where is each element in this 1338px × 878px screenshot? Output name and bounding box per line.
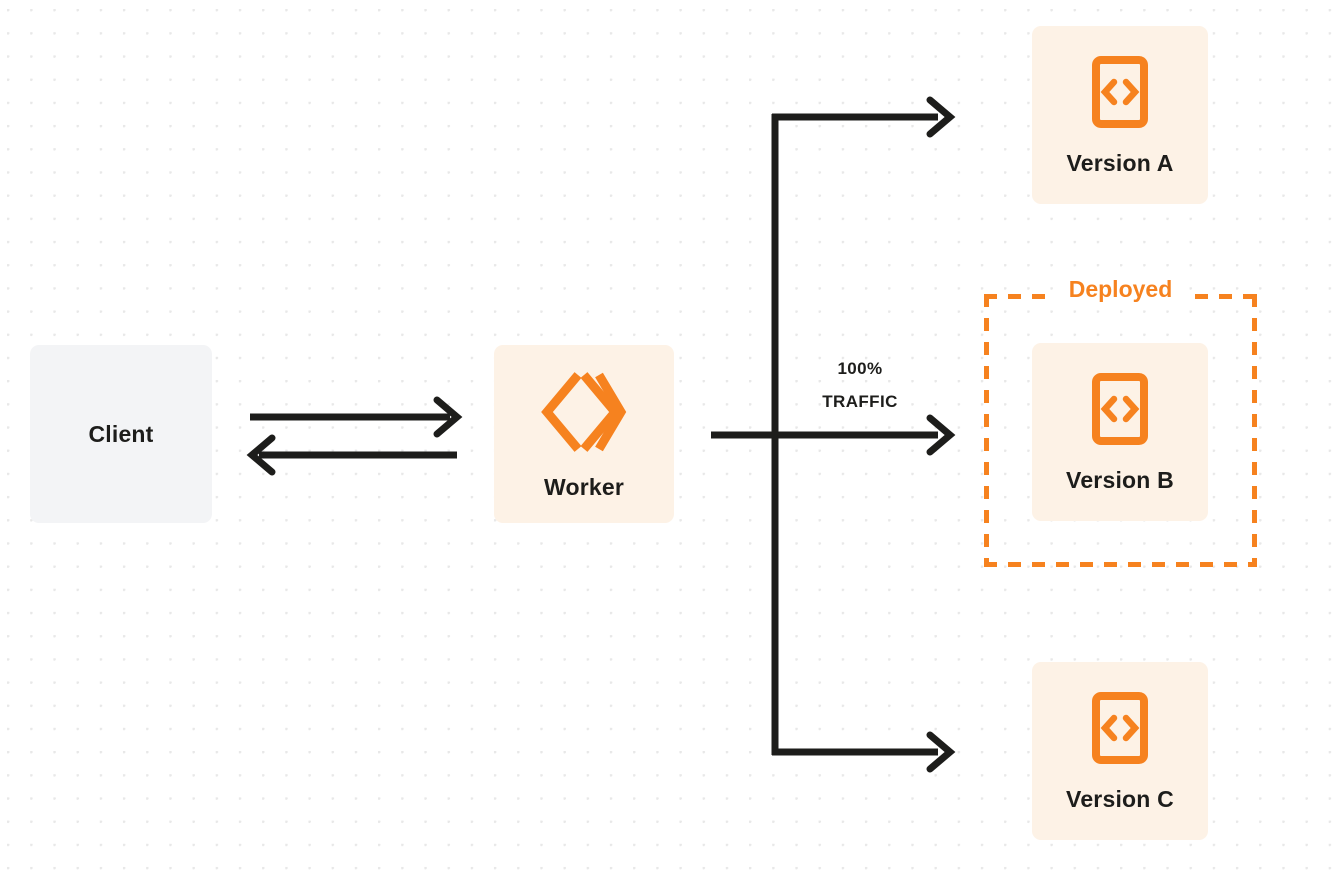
edge-worker-to-version-c [772, 731, 956, 773]
node-version-c[interactable]: Version C [1032, 662, 1208, 840]
edge-worker-to-client [246, 434, 457, 476]
node-worker-label: Worker [543, 473, 625, 500]
traffic-caption: TRAFFIC [822, 392, 898, 412]
node-version-a[interactable]: Version A [1032, 26, 1208, 204]
group-border-left [984, 294, 989, 567]
code-file-icon [1091, 372, 1149, 446]
deployed-group: Deployed [984, 278, 1257, 567]
edge-worker-to-version-a [772, 96, 956, 138]
deployed-group-label: Deployed [1058, 278, 1183, 301]
edge-client-to-worker [250, 396, 463, 438]
group-border-bottom [984, 562, 1257, 567]
node-version-b[interactable]: Version B [1032, 343, 1208, 521]
traffic-percent: 100% [837, 359, 883, 378]
node-client[interactable]: Client [30, 345, 212, 523]
group-border-top-right [1195, 294, 1257, 299]
code-file-icon [1091, 55, 1149, 129]
group-border-top-left [984, 294, 1046, 299]
node-version-b-label: Version B [1066, 467, 1174, 493]
node-version-c-label: Version C [1066, 786, 1174, 812]
group-border-right [1252, 294, 1257, 567]
edge-worker-to-version-b [711, 414, 956, 456]
node-worker[interactable]: Worker [494, 345, 674, 523]
node-version-a-label: Version A [1066, 150, 1174, 176]
workers-logo-icon [541, 370, 627, 454]
traffic-split-label: 100% TRAFFIC [790, 352, 930, 418]
node-client-label: Client [88, 420, 154, 447]
code-file-icon [1091, 691, 1149, 765]
